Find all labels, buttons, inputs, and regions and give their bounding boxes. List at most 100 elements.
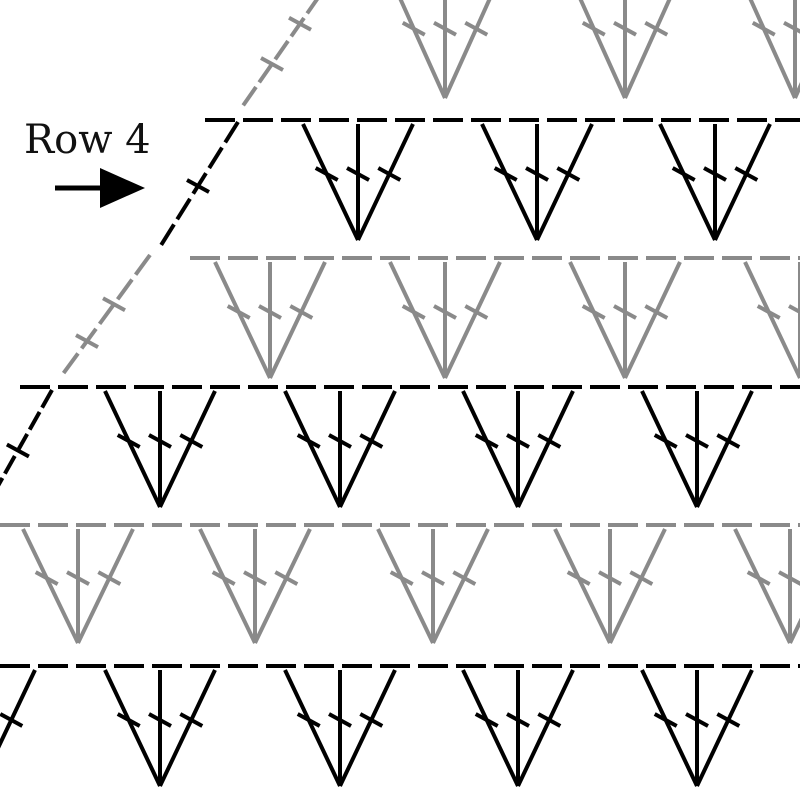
stitch-tick <box>464 304 489 320</box>
stitch-tick <box>296 433 321 449</box>
edge-segment <box>97 303 116 326</box>
stitch-post <box>535 123 594 241</box>
stitch-tick <box>5 442 30 459</box>
stitch-tick <box>716 433 741 449</box>
stitch-tick <box>288 15 312 32</box>
stitch-tick <box>493 166 518 182</box>
stitch-post <box>103 669 162 787</box>
v-cluster-stitch <box>578 0 672 99</box>
stitch-tick <box>783 20 800 34</box>
v-cluster-stitch <box>103 669 217 787</box>
v-cluster-stitch <box>0 669 37 749</box>
edge-turning-chain <box>0 389 54 487</box>
v-cluster-stitch <box>658 123 772 241</box>
v-cluster-stitch <box>461 669 575 787</box>
stitch-tick <box>788 304 800 315</box>
stitch-tick <box>0 712 24 728</box>
stitch-post <box>748 0 797 99</box>
stitch-tick <box>260 56 284 72</box>
edge-segment <box>175 197 192 221</box>
stitch-tick <box>537 712 562 728</box>
edge-segment <box>223 120 240 144</box>
stitch-tick <box>296 712 321 728</box>
stitch-tick <box>421 570 445 586</box>
stitch-post <box>480 123 539 241</box>
stitch-tick <box>359 433 384 449</box>
stitch-post <box>388 261 447 379</box>
stitch-tick <box>613 304 637 320</box>
stitch-tick <box>97 570 122 586</box>
stitch-post <box>516 390 575 508</box>
stitch-post <box>338 669 397 787</box>
stitch-post <box>788 617 800 644</box>
stitch-post <box>158 390 217 508</box>
stitch-tick <box>581 304 606 320</box>
stitch-post <box>103 390 162 508</box>
stitch-tick <box>537 433 562 449</box>
stitch-tick <box>464 20 489 37</box>
v-cluster-stitch <box>103 390 217 508</box>
stitch-tick <box>75 333 99 349</box>
stitch-tick <box>359 712 384 728</box>
edge-turning-chain <box>61 253 152 375</box>
edge-segment <box>133 253 152 276</box>
stitch-post <box>21 528 80 644</box>
stitch-tick <box>66 570 90 586</box>
v-cluster-stitch <box>748 0 800 99</box>
stitch-post <box>76 528 135 644</box>
edge-segment <box>40 389 54 409</box>
v-cluster-stitch <box>376 528 490 644</box>
edge-segment <box>0 477 5 487</box>
stitch-post <box>640 669 699 787</box>
stitch-tick <box>102 296 126 312</box>
edge-segment <box>207 146 224 170</box>
v-cluster-stitch <box>640 390 754 508</box>
stitch-tick <box>556 166 581 182</box>
stitch-tick <box>289 304 314 320</box>
v-cluster-stitch <box>743 261 800 379</box>
stitch-post <box>623 0 672 99</box>
stitch-post <box>283 669 342 787</box>
edge-segment <box>61 352 80 375</box>
stitch-post <box>461 669 520 787</box>
stitch-post <box>658 123 717 241</box>
stitch-tick <box>734 166 759 182</box>
stitch-post <box>338 390 397 508</box>
v-cluster-stitch <box>480 123 594 241</box>
stitch-post <box>213 261 272 379</box>
stitch-tick <box>598 570 622 586</box>
stitch-tick <box>186 178 210 194</box>
edge-segment <box>305 0 319 15</box>
stitch-post <box>608 528 667 644</box>
edge-turning-chain <box>159 120 240 246</box>
stitch-tick <box>148 712 172 728</box>
edge-turning-chain <box>241 0 319 107</box>
stitch-tick <box>716 712 741 728</box>
edge-segment <box>241 85 258 107</box>
edge-segment <box>79 327 98 350</box>
stitch-tick <box>179 712 204 728</box>
stitch-post <box>356 123 415 241</box>
v-cluster-stitch <box>21 528 135 644</box>
v-cluster-stitch <box>640 669 754 787</box>
v-cluster-stitch <box>553 528 667 644</box>
v-cluster-stitch <box>461 390 575 508</box>
stitch-post <box>398 0 447 99</box>
stitch-tick <box>685 712 709 728</box>
stitch-post <box>553 528 612 644</box>
stitch-post <box>0 669 37 749</box>
edge-segment <box>15 433 29 453</box>
stitch-tick <box>653 433 678 449</box>
stitch-post <box>158 669 217 787</box>
arrow-right-icon <box>55 168 145 208</box>
stitch-tick <box>566 570 591 586</box>
stitch-tick <box>116 433 141 449</box>
stitch-post <box>695 669 754 787</box>
stitch-post <box>268 261 327 379</box>
stitch-tick <box>328 433 352 449</box>
stitch-tick <box>653 712 678 728</box>
stitch-post <box>283 390 342 508</box>
stitch-tick <box>389 570 414 586</box>
